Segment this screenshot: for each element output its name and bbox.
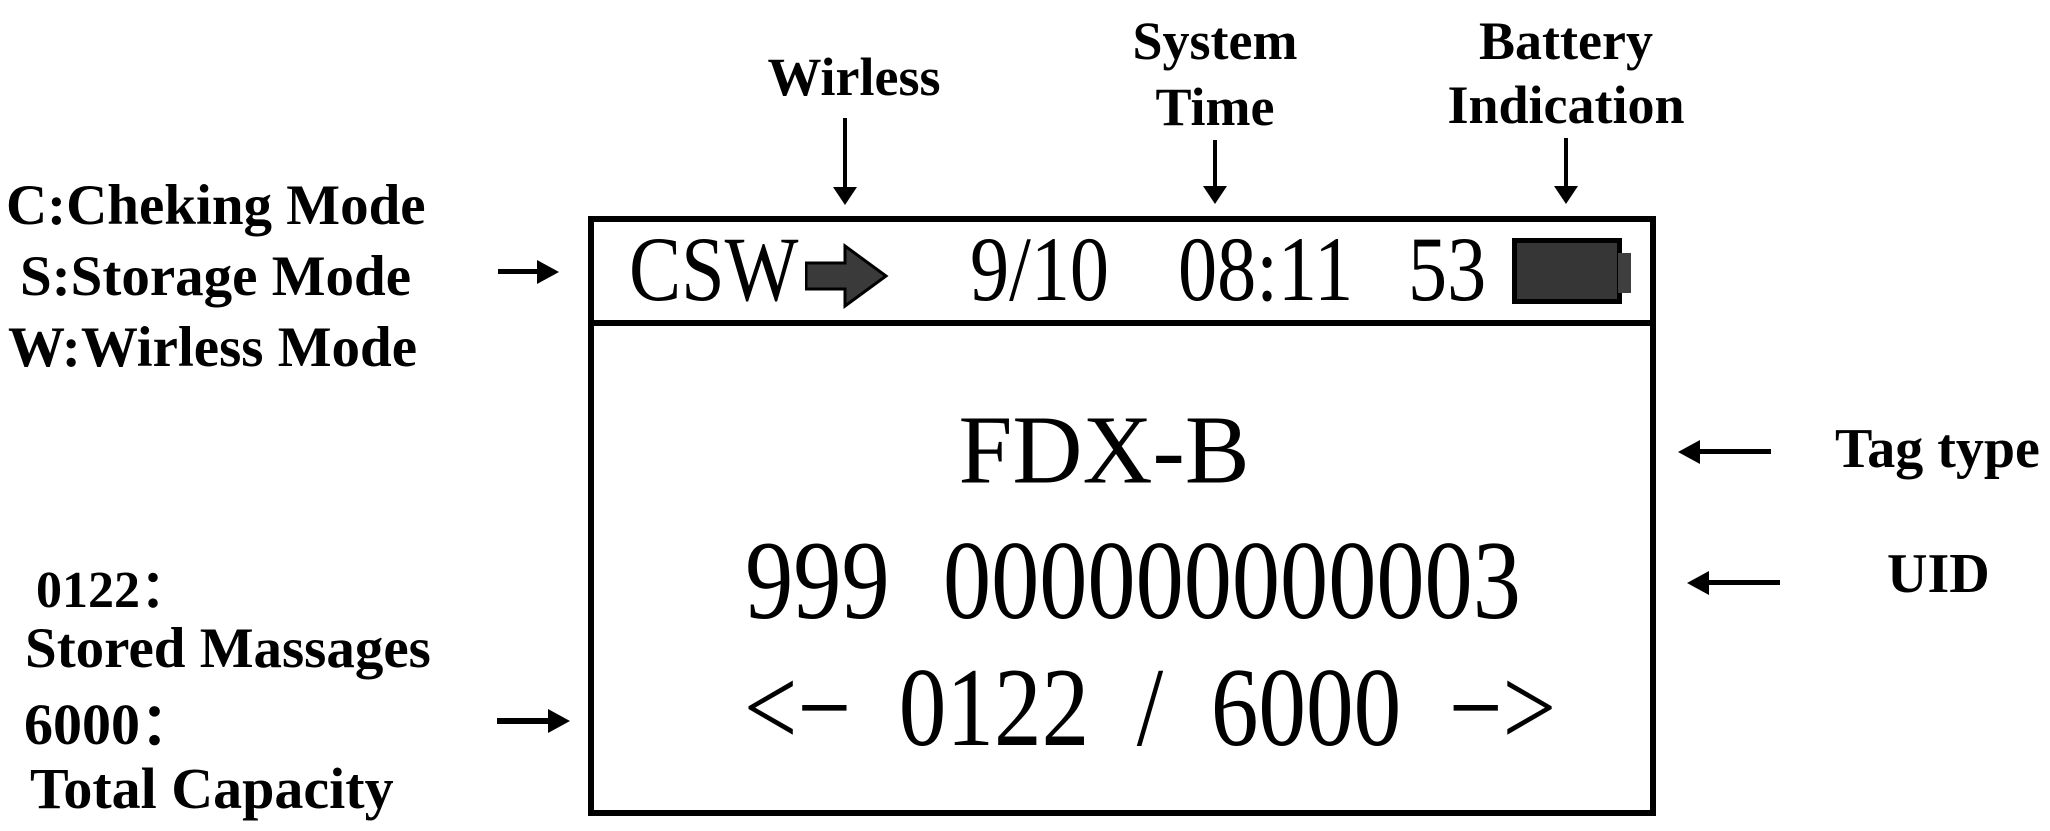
tag-type-pointer-arrow-icon (1699, 449, 1771, 454)
battery-nub (1618, 253, 1631, 293)
battery-line2: Indication (1447, 75, 1685, 135)
stored-messages-count: 0122 (898, 646, 1090, 770)
stored-caption-label: Stored Massages (25, 617, 431, 680)
capacity-value-label: 6000： (24, 692, 199, 757)
uid-country-code: 999 (745, 519, 890, 643)
system-time-annotation-label: System Time (1133, 14, 1298, 134)
mode-legend-checking: C:Cheking Mode (6, 174, 426, 237)
capacity-caption-label: Total Capacity (30, 756, 394, 821)
counter-pointer-arrow-icon (497, 718, 549, 724)
total-capacity-count: 6000 (1210, 646, 1402, 770)
system-time-line1: System (1132, 11, 1298, 71)
counter-separator: / (1136, 646, 1164, 770)
message-counter: <−0122/6000−> (744, 652, 1556, 764)
wireless-status-arrow-icon (805, 243, 889, 309)
mode-legend-wireless: W:Wirless Mode (8, 316, 417, 379)
wireless-pointer-arrow-icon (843, 118, 847, 188)
battery-line1: Battery (1479, 11, 1653, 71)
uid-pointer-arrow-icon (1708, 580, 1780, 585)
tag-type-annotation-label: Tag type (1835, 418, 2040, 480)
system-time-pointer-arrow-icon (1213, 140, 1217, 187)
prev-page-symbol: <− (743, 646, 852, 770)
status-time: 08:11 (1178, 218, 1354, 321)
next-page-symbol: −> (1448, 646, 1557, 770)
mode-legend-storage: S:Storage Mode (20, 245, 412, 308)
mode-legend: C:Cheking Mode S:Storage Mode W:Wirless … (6, 170, 426, 383)
battery-icon (1512, 238, 1631, 304)
uid-annotation-label: UID (1887, 543, 1990, 605)
status-bar: CSW 9/10 08:11 53 (594, 222, 1650, 326)
stored-value-label: 0122： (36, 562, 193, 619)
mode-legend-pointer-arrow-icon (498, 269, 538, 274)
system-time-line2: Time (1155, 77, 1275, 137)
tag-type-value: FDX-B (958, 396, 1250, 504)
status-date: 9/10 (970, 218, 1110, 321)
battery-percent: 53 (1408, 218, 1487, 321)
mode-flags: CSW (629, 218, 799, 321)
uid-number: 000000000003 (942, 519, 1521, 643)
battery-annotation-label: Battery Indication (1447, 14, 1684, 132)
battery-pointer-arrow-icon (1564, 138, 1568, 187)
wireless-annotation-label: Wirless (767, 47, 941, 107)
